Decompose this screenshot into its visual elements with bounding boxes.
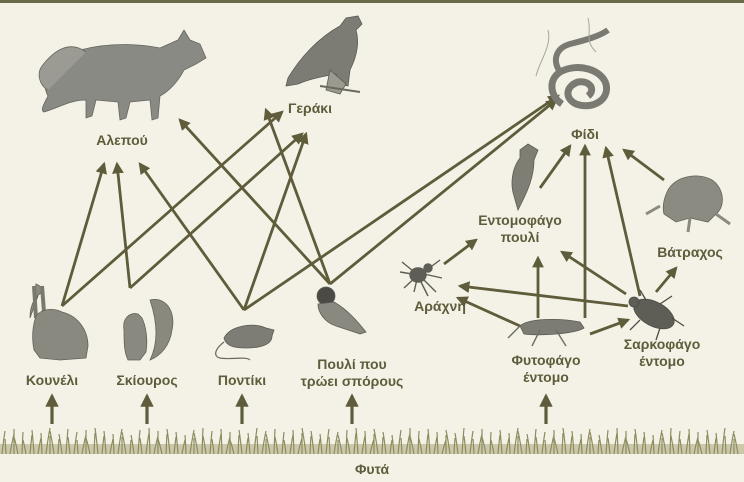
arrow-carnivorous_insect-to-snake xyxy=(606,148,640,296)
arrow-spider-to-insectivorous_bird xyxy=(444,240,476,264)
insect-bird-icon xyxy=(512,144,538,210)
arrow-frog-to-snake xyxy=(624,150,664,180)
arrow-squirrel-to-fox xyxy=(117,164,130,288)
seed-bird-label-line2: τρώει σπόρους xyxy=(301,373,404,390)
rabbit-label: Κουνέλι xyxy=(26,372,78,389)
herbivorous-insect-label-line2: έντομο xyxy=(511,369,580,386)
rabbit-icon xyxy=(30,284,88,360)
insectivorous-bird-label-line2: πουλί xyxy=(478,229,562,246)
arrow-mouse-to-fox xyxy=(140,164,244,310)
seed-bird-label-line1: Πουλί που xyxy=(301,356,404,373)
carnivorous-insect-label: Σαρκοφάγο έντομο xyxy=(624,336,701,370)
arrow-carnivorous_insect-to-spider xyxy=(460,286,628,306)
frog-icon xyxy=(646,176,730,232)
grasshopper-icon xyxy=(508,319,584,346)
arrow-carnivorous_insect-to-insectivorous_bird xyxy=(562,252,626,294)
arrow-squirrel-to-hawk xyxy=(130,134,302,288)
fox-label: Αλεπού xyxy=(96,132,148,149)
herbivorous-insect-label-line1: Φυτοφάγο xyxy=(511,352,580,369)
arrow-seed_bird-to-fox xyxy=(180,120,330,284)
carnivorous-insect-label-line2: έντομο xyxy=(624,353,701,370)
hawk-label: Γεράκι xyxy=(288,100,332,117)
herbivorous-insect-label: Φυτοφάγο έντομο xyxy=(511,352,580,386)
arrow-herbivorous_insect-to-carnivorous_insect xyxy=(590,320,628,334)
mouse-label: Ποντίκι xyxy=(218,372,266,389)
snake-label: Φίδι xyxy=(571,126,599,143)
spider-icon xyxy=(400,260,442,296)
carnivorous-insect-label-line1: Σαρκοφάγο xyxy=(624,336,701,353)
mouse-icon xyxy=(216,325,274,360)
frog-label: Βάτραχος xyxy=(657,244,723,261)
grass-icon xyxy=(0,428,744,454)
seed-bird-icon xyxy=(317,287,366,334)
arrow-herbivorous_insect-to-spider xyxy=(458,298,520,326)
hawk-icon xyxy=(286,16,362,94)
insectivorous-bird-label: Εντομοφάγο πουλί xyxy=(478,212,562,246)
arrow-mouse-to-snake xyxy=(244,96,558,310)
arrow-rabbit-to-fox xyxy=(62,164,104,306)
squirrel-icon xyxy=(124,299,173,360)
insectivorous-bird-label-line1: Εντομοφάγο xyxy=(478,212,562,229)
plants-label: Φυτά xyxy=(355,461,389,478)
snake-icon xyxy=(536,18,608,106)
spider-label: Αράχνη xyxy=(414,298,466,315)
fox-icon xyxy=(39,30,206,120)
squirrel-label: Σκίουρος xyxy=(116,372,177,389)
arrow-insectivorous_bird-to-snake xyxy=(540,146,570,188)
beetle-icon xyxy=(629,290,684,340)
arrow-carnivorous_insect-to-frog xyxy=(656,268,676,292)
seed-bird-label: Πουλί που τρώει σπόρους xyxy=(301,356,404,390)
